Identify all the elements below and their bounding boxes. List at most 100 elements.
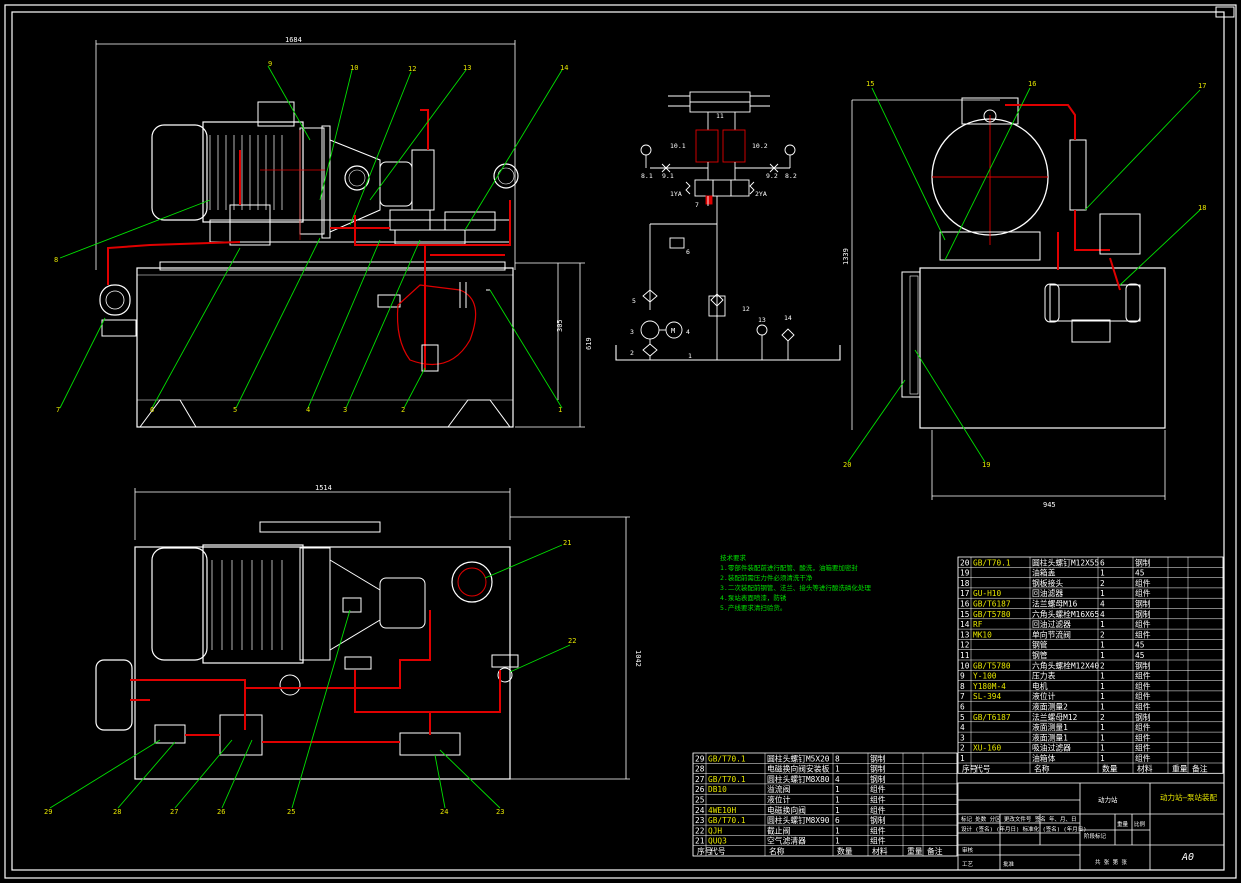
label-5: 5 bbox=[233, 406, 237, 414]
sch-1: 1 bbox=[688, 352, 692, 360]
label-21: 21 bbox=[563, 539, 571, 547]
schematic-labels: 11 10.1 10.2 8.1 9.1 9.2 8.2 1YA 2YA 7 6… bbox=[630, 112, 797, 360]
bom-cell-code: GB/T6187 bbox=[973, 713, 1011, 722]
bom-cell-code: DB10 bbox=[708, 785, 727, 794]
bom-cell-name: 回油滤器 bbox=[1032, 588, 1063, 598]
label-10: 10 bbox=[350, 64, 358, 72]
title-main: 动力站—泵站装配 bbox=[1160, 792, 1218, 802]
bom-cell-name: 油箱体 bbox=[1032, 753, 1056, 763]
title-weight: 重量 bbox=[1117, 820, 1129, 828]
bom-cell-no: 3 bbox=[960, 733, 965, 742]
bom-cell-no: 18 bbox=[960, 579, 970, 588]
bom-header-weight2: 重量 bbox=[907, 846, 923, 856]
bom-header-mat: 材料 bbox=[872, 846, 888, 856]
bom-cell-qty: 1 bbox=[1100, 692, 1105, 701]
sch-12: 12 bbox=[742, 305, 750, 313]
sch-2: 2 bbox=[630, 349, 634, 357]
bom-cell-code: GB/T5780 bbox=[973, 661, 1011, 670]
bom-cell-no: 16 bbox=[960, 600, 970, 609]
hydraulic-schematic bbox=[615, 91, 841, 361]
bom-cell-code: GB/T5780 bbox=[973, 610, 1011, 619]
bom-cell-qty: 1 bbox=[835, 785, 840, 794]
bom-cell-name: 液面测量1 bbox=[1032, 722, 1068, 732]
bom-cell-name: 电磁换向阀安装板 bbox=[767, 764, 830, 774]
bom-cell-qty: 1 bbox=[1100, 589, 1105, 598]
bom-cell-mat: 组件 bbox=[1135, 578, 1151, 588]
plan-view: 1514 1042 bbox=[95, 484, 642, 780]
bom-cell-no: 2 bbox=[960, 744, 965, 753]
bom-cell-code: GB/T70.1 bbox=[973, 558, 1011, 567]
bom-cell-qty: 1 bbox=[1100, 682, 1105, 691]
bom-cell-qty: 4 bbox=[1100, 600, 1105, 609]
bom-cell-no: 19 bbox=[960, 569, 970, 578]
bom-cell-no: 23 bbox=[695, 816, 705, 825]
title-row2: 设计 (签名) (年月日) 标准化 (签名) (年月日) bbox=[961, 825, 1087, 833]
side-leader-labels: 15 16 17 18 20 19 bbox=[843, 80, 1206, 469]
bom-cell-name: 截止阀 bbox=[767, 825, 791, 835]
tech-req-line-1: 1.零部件装配前进行配管、酸洗，油箱要加密封 bbox=[720, 563, 858, 572]
bom-cell-code: GB/T6187 bbox=[973, 600, 1011, 609]
label-18: 18 bbox=[1198, 204, 1206, 212]
bom-cell-code: 4WE10H bbox=[708, 806, 736, 815]
bom-cell-name: 空气滤清器 bbox=[767, 836, 806, 846]
bom-cell-mat: 组件 bbox=[1135, 702, 1151, 712]
bom-cell-qty: 1 bbox=[835, 837, 840, 846]
bom-cell-name: 法兰螺母M16 bbox=[1032, 599, 1078, 609]
bom-cell-code: QUQ3 bbox=[708, 837, 727, 846]
title-approve: 批准 bbox=[1003, 860, 1015, 868]
bom-cell-code: GU-H10 bbox=[973, 589, 1001, 598]
label-6: 6 bbox=[150, 406, 154, 414]
sch-3: 3 bbox=[630, 328, 634, 336]
sch-14: 14 bbox=[784, 314, 792, 322]
bom-cell-name: 钢板接头 bbox=[1032, 578, 1063, 588]
tech-requirements: 技术要求 1.零部件装配前进行配管、酸洗，油箱要加密封 2.装配前需压力件必须清… bbox=[720, 553, 871, 612]
sch-8-1: 8.1 bbox=[641, 172, 653, 180]
bom-cell-no: 27 bbox=[695, 775, 705, 784]
bom-cell-qty: 1 bbox=[1100, 703, 1105, 712]
bom-header-no: 序号 bbox=[697, 846, 713, 856]
label-29: 29 bbox=[44, 808, 52, 816]
bom-header-mat: 材料 bbox=[1137, 763, 1153, 773]
bom-cell-qty: 6 bbox=[835, 816, 840, 825]
bom-cell-qty: 4 bbox=[835, 775, 840, 784]
front-view: 1684 305 619 bbox=[95, 36, 593, 428]
bom-cell-no: 5 bbox=[960, 713, 965, 722]
bom-cell-no: 25 bbox=[695, 796, 705, 805]
label-13: 13 bbox=[463, 64, 471, 72]
bom-cell-mat: 组件 bbox=[1135, 753, 1151, 763]
bom-cell-no: 6 bbox=[960, 703, 965, 712]
label-12: 12 bbox=[408, 65, 416, 73]
bom-cell-qty: 1 bbox=[1100, 569, 1105, 578]
bom-cell-name: 单向节流阀 bbox=[1032, 629, 1071, 639]
tech-req-line-4: 4.泵站表面喷漆，防锈 bbox=[720, 593, 787, 602]
tech-req-line-5: 5.产线要求清扫验货。 bbox=[720, 603, 786, 612]
bom-cell-name: 钢管 bbox=[1032, 650, 1048, 660]
label-15: 15 bbox=[866, 80, 874, 88]
bom-header-no: 序号 bbox=[962, 763, 978, 773]
bom-cell-mat: 组件 bbox=[1135, 743, 1151, 753]
bom-cell-no: 4 bbox=[960, 723, 965, 732]
bom-cell-code: GB/T70.1 bbox=[708, 775, 746, 784]
bom-cell-mat: 钢制 bbox=[1135, 557, 1151, 567]
bom-cell-code: RF bbox=[973, 620, 983, 629]
tech-req-title: 技术要求 bbox=[720, 553, 747, 562]
sch-2ya: 2YA bbox=[755, 190, 767, 198]
bom-cell-mat: 45 bbox=[1135, 569, 1145, 578]
bom-cell-no: 7 bbox=[960, 692, 965, 701]
sch-7: 7 bbox=[695, 201, 699, 209]
bom-cell-no: 11 bbox=[960, 651, 970, 660]
bom-cell-code: GB/T70.1 bbox=[708, 754, 746, 763]
bom-cell-qty: 1 bbox=[1100, 754, 1105, 763]
bom-cell-mat: 组件 bbox=[870, 825, 886, 835]
label-17: 17 bbox=[1198, 82, 1206, 90]
bom-cell-mat: 组件 bbox=[1135, 732, 1151, 742]
bom-cell-mat: 钢制 bbox=[1135, 609, 1151, 619]
sch-5: 5 bbox=[632, 297, 636, 305]
dim-plan-depth: 1042 bbox=[634, 650, 642, 667]
outer-frame bbox=[4, 4, 1237, 879]
bom-cell-code: XU-160 bbox=[973, 744, 1001, 753]
label-7: 7 bbox=[56, 406, 60, 414]
label-23: 23 bbox=[496, 808, 504, 816]
sch-11: 11 bbox=[716, 112, 724, 120]
